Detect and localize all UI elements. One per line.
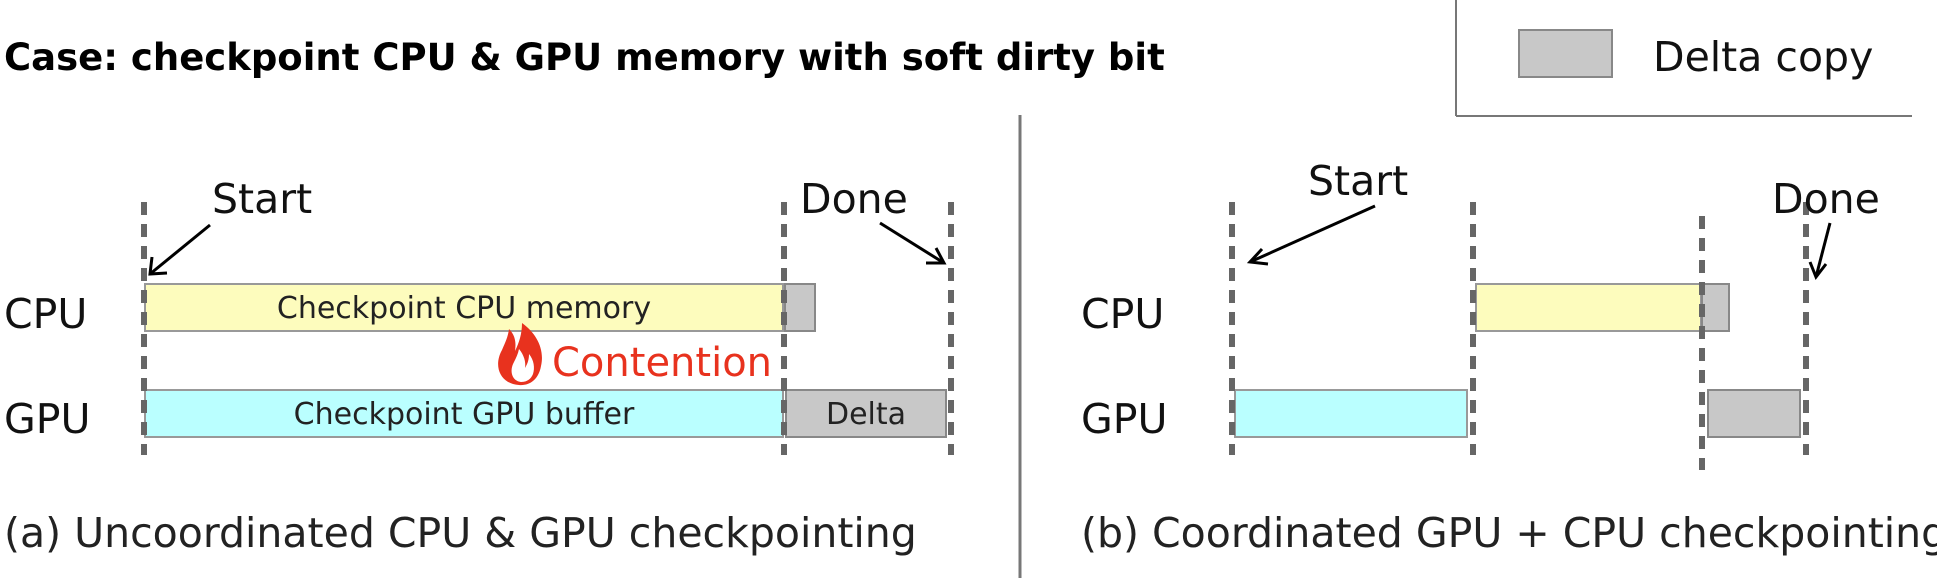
panel-a-done-label: Done — [800, 175, 908, 223]
panel-a-row-cpu: CPU — [4, 290, 87, 338]
panel-b-cpu-delta-bar — [1701, 283, 1730, 332]
panel-a-cpu-bar-label: Checkpoint CPU memory — [277, 291, 651, 326]
panel-b-gpu-checkpoint-bar — [1234, 389, 1468, 438]
panel-a: CPU GPU Checkpoint CPU memory Checkpoint… — [4, 175, 954, 557]
panel-a-delta-label: Delta — [826, 397, 906, 432]
panel-a-caption: (a) Uncoordinated CPU & GPU checkpointin… — [4, 509, 917, 557]
panel-a-cpu-delta-bar — [784, 283, 816, 332]
panel-b-row-cpu: CPU — [1081, 290, 1164, 338]
legend-swatch — [1518, 29, 1613, 78]
panel-b-cpu-checkpoint-bar — [1475, 283, 1702, 332]
panel-a-gpu-checkpoint-bar — [144, 389, 784, 438]
legend-label: Delta copy — [1653, 33, 1873, 81]
panel-b: CPU GPU Start Done (b) Coordinated GPU +… — [1081, 157, 1937, 557]
panel-b-gpu-delta-bar — [1707, 389, 1801, 438]
panel-b-start-arrow — [1246, 204, 1376, 266]
panel-a-cpu-checkpoint-bar — [144, 283, 784, 332]
panel-b-start-label: Start — [1308, 157, 1408, 205]
panel-a-contention-label: Contention — [552, 340, 772, 386]
panel-a-done-arrow — [879, 221, 947, 265]
fire-icon — [498, 323, 542, 386]
figure-title: Case: checkpoint CPU & GPU memory with s… — [4, 36, 1165, 79]
panel-b-caption: (b) Coordinated GPU + CPU checkpointing — [1081, 509, 1937, 557]
panel-b-row-gpu: GPU — [1081, 395, 1168, 443]
panel-a-start-arrow — [148, 223, 211, 276]
legend: Delta copy — [1455, 0, 1912, 117]
panel-a-row-gpu: GPU — [4, 395, 91, 443]
panel-a-gpu-delta-bar — [785, 389, 947, 438]
panel-b-done-label: Done — [1772, 175, 1880, 223]
panel-a-gpu-bar-label: Checkpoint GPU buffer — [294, 397, 635, 432]
panel-a-start-label: Start — [212, 175, 312, 223]
panel-b-done-arrow — [1808, 222, 1832, 281]
